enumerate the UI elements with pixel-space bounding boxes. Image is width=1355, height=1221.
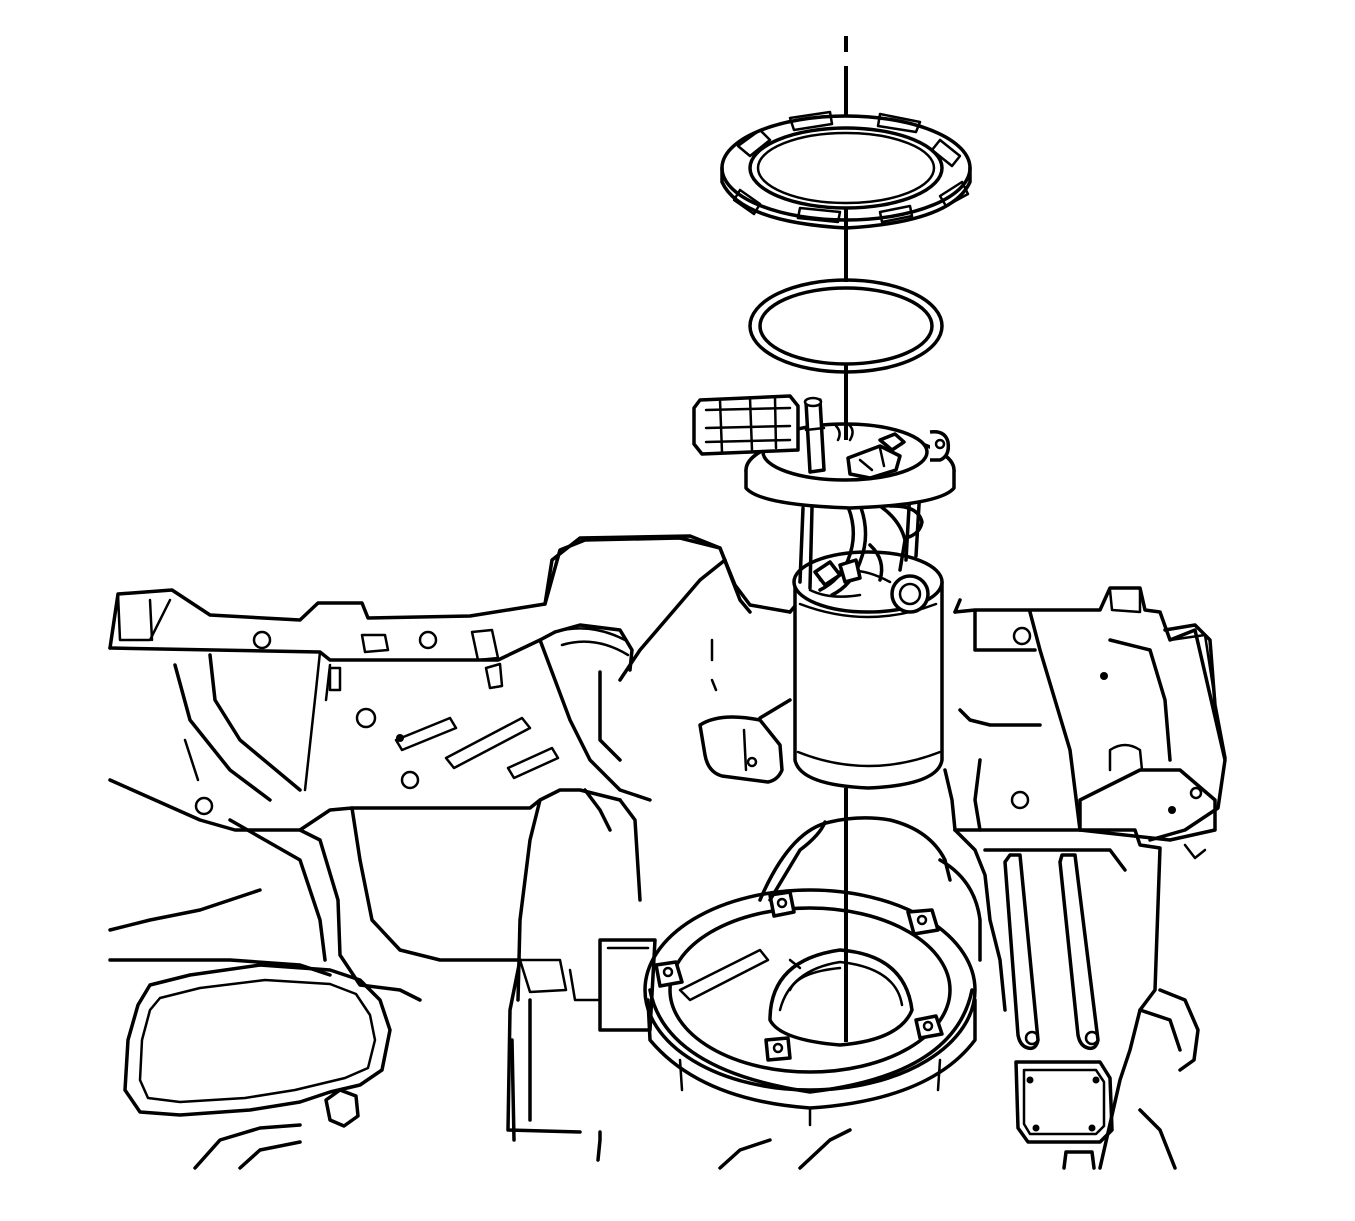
seal-o-ring (748, 278, 944, 374)
fuel-tank (108, 534, 1227, 1170)
fuel-sender-module (692, 394, 956, 790)
